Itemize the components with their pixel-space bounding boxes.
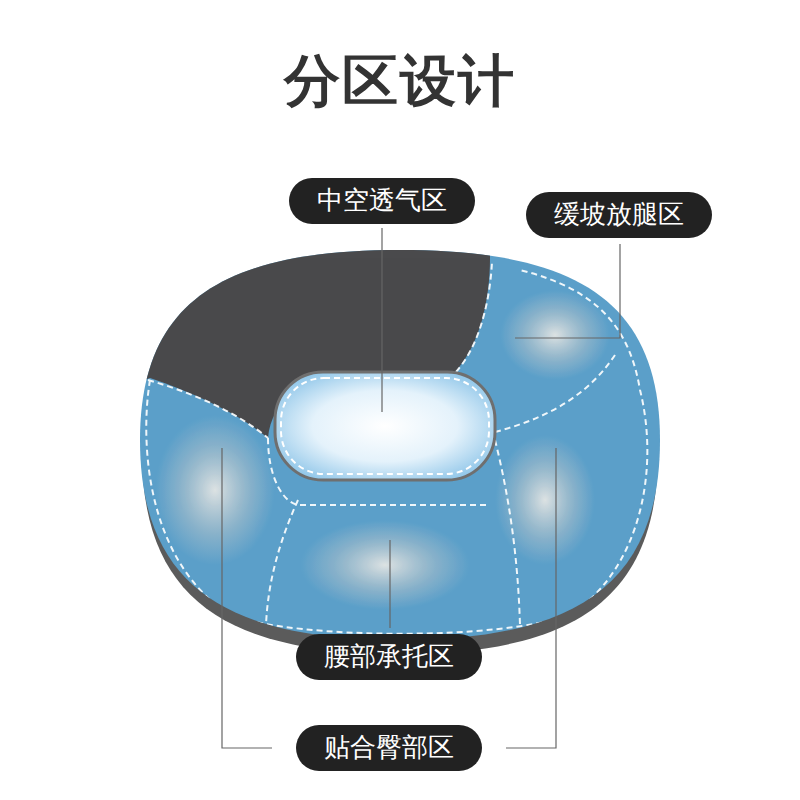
blue-zones: [130, 240, 670, 660]
callout-label: 中空透气区: [317, 185, 447, 216]
callout-label: 贴合臀部区: [324, 732, 454, 763]
callout-pill: 贴合臀部区: [296, 725, 482, 770]
leader-lines: [222, 228, 620, 748]
callout-pill: 中空透气区: [289, 178, 475, 223]
diagram-title: 分区设计: [284, 48, 516, 113]
vent-hole: [275, 372, 495, 480]
callout-pill: 腰部承托区: [296, 634, 482, 679]
callout-label: 腰部承托区: [324, 641, 454, 672]
callout-pill: 缓坡放腿区: [526, 192, 712, 237]
callout-label: 缓坡放腿区: [554, 199, 684, 230]
title-block: 分区设计: [0, 44, 800, 120]
